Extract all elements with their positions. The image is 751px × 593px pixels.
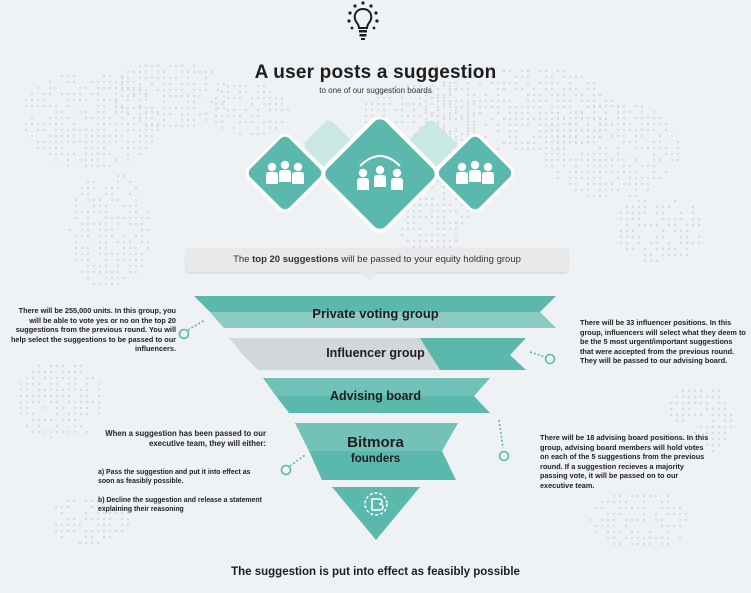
level-influencer-label: Influencer group [326, 346, 425, 360]
level-advising-label: Advising board [330, 389, 421, 403]
level-private-label: Private voting group [312, 306, 439, 321]
level-founders-label-line1: Bitmora [347, 434, 404, 451]
funnel-level-executive [332, 487, 420, 540]
executive-option-a: a) Pass the suggestion and put it into e… [98, 469, 251, 485]
level-founders-label-line2: founders [350, 453, 401, 465]
user-group-diamonds [245, 118, 515, 233]
top-suggestions-banner: The top 20 suggestions will be passed to… [186, 248, 568, 272]
advising-board-note: There will be 18 advising board position… [540, 433, 709, 490]
page-title: A user posts a suggestion [254, 62, 497, 83]
user-group-icon [435, 133, 515, 213]
page-subtitle: to one of our suggestion boards [319, 86, 432, 95]
banner-suffix: will be passed to your equity holding gr… [341, 254, 521, 265]
banner-highlight: top 20 suggestions [252, 254, 339, 265]
banner-prefix: The [233, 254, 250, 265]
user-group-icon [245, 133, 325, 213]
executive-option-b: b) Decline the suggestion and release a … [98, 497, 262, 513]
banner-pointer [360, 272, 378, 280]
private-group-note: There will be 255,000 units. In this gro… [10, 306, 176, 354]
user-group-icon [321, 118, 439, 233]
final-outcome: The suggestion is put into effect as fea… [231, 566, 520, 578]
executive-team-note: When a suggestion has been passed to our… [105, 429, 266, 448]
lightbulb-icon [347, 1, 379, 40]
bitmora-logo-icon [364, 492, 388, 516]
influencer-group-note: There will be 33 influencer positions. I… [580, 318, 746, 366]
